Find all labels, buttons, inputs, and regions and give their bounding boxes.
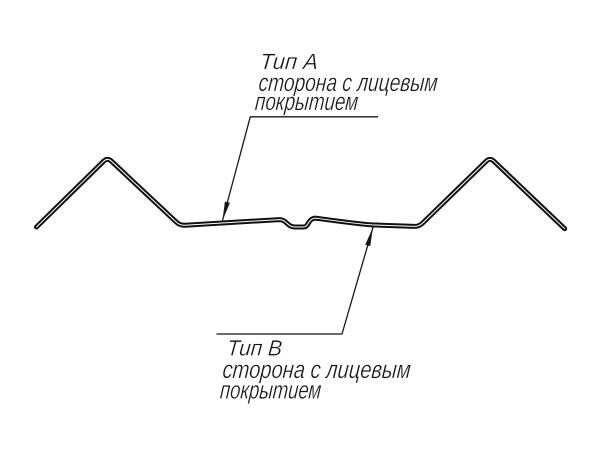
- svg-text:сторона с лицевым: сторона с лицевым: [257, 69, 438, 97]
- svg-text:Тип В: Тип В: [226, 336, 283, 361]
- svg-text:Тип А: Тип А: [259, 49, 319, 74]
- svg-text:сторона с лицевым: сторона с лицевым: [221, 356, 411, 384]
- svg-text:покрытием: покрытием: [254, 88, 359, 116]
- svg-text:покрытием: покрытием: [219, 376, 322, 404]
